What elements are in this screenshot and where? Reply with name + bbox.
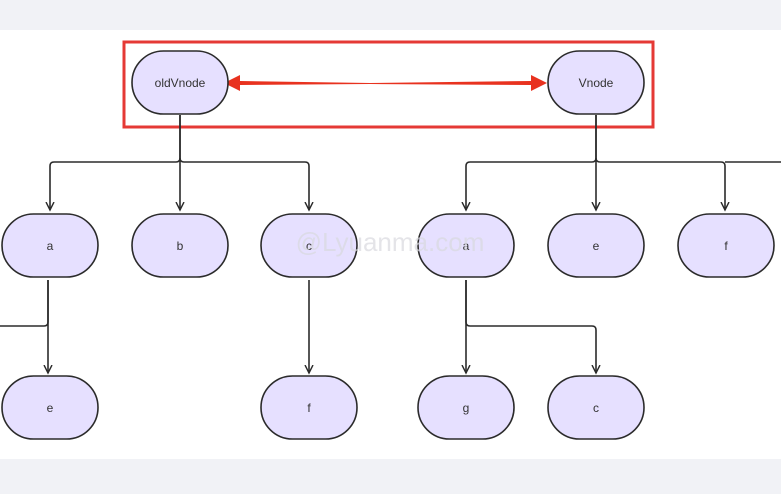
edge-oldVnode-old-a: [50, 115, 181, 210]
node-old-e: e: [1, 375, 99, 440]
edge-new-a-new-c: [465, 280, 596, 373]
node-label: Vnode: [579, 76, 614, 90]
node-new-c: c: [547, 375, 645, 440]
node-old-f: f: [260, 375, 358, 440]
node-new-a: a: [417, 213, 515, 278]
edge-old-a-offscreen: [0, 280, 49, 327]
node-label: e: [47, 401, 54, 415]
edge-Vnode-new-a: [466, 115, 597, 210]
node-label: c: [593, 401, 599, 415]
node-label: e: [593, 239, 600, 253]
diagram-canvas: oldVnode Vnode a b c e f a: [0, 30, 781, 459]
node-label: oldVnode: [155, 76, 206, 90]
tree-diagram: oldVnode Vnode a b c e f a: [0, 40, 781, 440]
node-label: g: [463, 401, 470, 415]
node-new-g: g: [417, 375, 515, 440]
node-old-a: a: [1, 213, 99, 278]
edge-oldVnode-old-c: [179, 157, 309, 210]
node-label: a: [463, 239, 470, 253]
node-new-f: f: [677, 213, 775, 278]
edge-Vnode-new-f: [595, 157, 725, 210]
edges: [0, 115, 781, 373]
node-label: f: [724, 239, 728, 253]
node-label: c: [306, 239, 312, 253]
node-old-c: c: [260, 213, 358, 278]
node-label: a: [47, 239, 54, 253]
node-old-b: b: [131, 213, 229, 278]
node-Vnode: Vnode: [547, 50, 645, 115]
highlight-box: [122, 40, 655, 129]
comparison-double-arrow: [224, 75, 547, 91]
node-label: b: [177, 239, 184, 253]
node-oldVnode: oldVnode: [131, 50, 229, 115]
node-new-e: e: [547, 213, 645, 278]
node-label: f: [307, 401, 311, 415]
watermark: @Lyuanma.com: [296, 227, 485, 257]
